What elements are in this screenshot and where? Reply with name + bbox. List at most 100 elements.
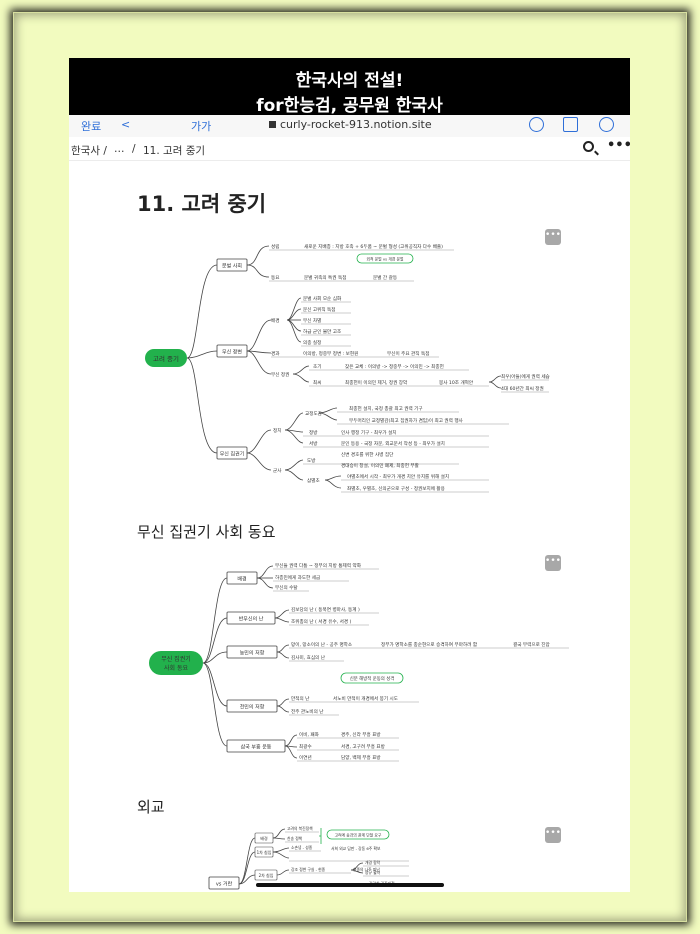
mindmap-root: 무신 집권기 <box>161 655 191 663</box>
mindmap-text: 정치 <box>273 427 281 434</box>
mindmap-goryeo-middle: 고려 중기 문벌 사회 무신 정변 무신 집권기 성립 새로운 지배층 : 지방… <box>145 243 569 890</box>
url-text: curly-rocket-913.notion.site <box>280 118 432 131</box>
search-icon[interactable] <box>583 141 594 152</box>
mindmap-menu-button[interactable]: ••• <box>545 229 561 245</box>
mindmap-node: vs 거란 <box>216 881 233 888</box>
page-title: 11. 고려 중기 <box>137 192 267 216</box>
mindmap-text: 무신들 권력 다툼 ~ 정부의 지방 통제력 약화 <box>275 562 362 569</box>
mindmap-text: 야별초에서 시작 - 최우가 개경 치안 유지를 위해 설치 <box>347 473 449 480</box>
mindmap-text: 조위총의 난 ( 서경 유수, 서경 ) <box>291 618 352 625</box>
done-button[interactable]: 완료 <box>81 120 102 133</box>
mindmap-text: 문벌 간 갈등 <box>373 274 397 281</box>
section-heading-uprisings: 무신 집권기 사회 동요 <box>137 523 276 541</box>
mindmap-text: 개경 함락 <box>365 860 381 865</box>
mindmap-text: 하급 군인 불만 고조 <box>303 328 341 335</box>
mindmap-node: 반무신의 난 <box>239 616 264 623</box>
mindmap-node: 농민의 저항 <box>240 650 265 657</box>
mindmap-text: 이의방, 정중부 정변 : 보현원 <box>303 350 358 357</box>
mindmap-text: 의종 실정 <box>303 339 321 346</box>
more-icon[interactable]: ••• <box>607 138 630 153</box>
banner-line-1: 한국사의 전설! <box>295 71 404 91</box>
mindmap-node: 무신 집권기 <box>220 451 245 458</box>
mindmap-text: 문벌 사회 모순 심화 <box>303 295 342 302</box>
mindmap-text: 무신 차별 <box>303 317 321 324</box>
mindmap-text: 경과 <box>271 350 280 357</box>
breadcrumb-root[interactable]: 한국사 / <box>71 145 107 157</box>
mindmap-text: 문신 고위직 독점 <box>303 306 336 313</box>
mindmap-text: 최충헌이 이의민 제거, 정권 장악 <box>345 379 408 386</box>
mindmap-node: 2차 침입 <box>259 872 274 878</box>
mindmap-root: 사회 동요 <box>164 664 188 672</box>
mindmap-text: 양규 활약 <box>365 870 381 875</box>
mindmap-text: 담양, 백제 부흥 표방 <box>341 754 381 761</box>
mindmap-text: 전주 관노비의 난 <box>291 708 324 715</box>
mindmap-text: 최충헌 설치, 국정 총괄 최고 권력 기구 <box>349 405 423 412</box>
address-bar[interactable]: curly-rocket-913.notion.site <box>269 118 432 131</box>
mindmap-text: 정방 <box>309 429 318 436</box>
mindmap-text: 김사미, 효심의 난 <box>291 654 326 661</box>
mindmap-node: 삼국 부흥 운동 <box>241 744 272 751</box>
mindmap-root: 고려 중기 <box>153 354 179 363</box>
home-indicator <box>256 883 444 887</box>
breadcrumb-current[interactable]: 11. 고려 중기 <box>143 145 206 157</box>
mindmap-node: 문벌 사회 <box>222 263 242 270</box>
mindmap-text: 잦은 교체 : 이의방 -> 정중부 -> 이의민 -> 최충헌 <box>345 363 444 370</box>
mindmap-node: 1차 침입 <box>257 849 272 855</box>
compass-icon[interactable] <box>599 117 614 132</box>
mindmap-node: 무신 정변 <box>222 349 242 356</box>
reload-icon[interactable] <box>529 117 544 132</box>
mindmap-text: 김보당의 난 ( 동북면 병마사, 동계 ) <box>291 606 360 613</box>
breadcrumb: 한국사 / … / 11. 고려 중기 ••• <box>69 137 630 161</box>
mindmap-text: 강조 정변 구실 - 현종 <box>291 867 326 872</box>
browser-toolbar: 완료 < 가가 curly-rocket-913.notion.site <box>69 115 630 137</box>
mindmap-text: 이연년 <box>299 754 312 761</box>
mindmap-callout: 고려에 송과의 관계 단절 요구 <box>335 832 382 837</box>
mindmap-node: 배경 <box>260 835 268 841</box>
mindmap-node: 배경 <box>237 576 246 583</box>
breadcrumb-ellipsis[interactable]: … <box>114 143 125 155</box>
mindmap-text: 무두머리인 교정별감(최고 집권자가 겸임)이 최고 권력 행사 <box>349 417 464 424</box>
mindmap-text: 이비, 패좌 <box>299 731 320 738</box>
mindmap-text: 4대 60년간 최씨 정권 <box>501 385 544 392</box>
mindmap-text: 경주, 신라 부흥 표방 <box>341 731 381 738</box>
mindmap-menu-button[interactable]: ••• <box>545 827 561 843</box>
mindmap-text: 초기 <box>313 363 321 370</box>
mindmap-text: 만적의 난 <box>291 695 310 702</box>
share-icon[interactable] <box>563 117 578 132</box>
mindmap-text: 경대승이 창설, 이의민 폐제, 최충헌 부활 <box>341 462 420 469</box>
mindmap-text: 무신 정권 <box>271 371 289 378</box>
tablet-screen: 완료 < 가가 curly-rocket-913.notion.site 한국사… <box>69 58 630 892</box>
mindmap-text: 서방 <box>309 440 318 447</box>
mindmap-node: 천민의 저항 <box>240 704 265 711</box>
mindmap-text: 도방 <box>307 457 316 464</box>
mindmap-text: 인사 행정 기구 - 최우가 설치 <box>341 429 396 436</box>
mindmap-text: 새로운 지배층 : 지방 호족 + 6두품 ~ 문벌 형성 (고위공직자 다수 … <box>304 243 443 250</box>
mindmap-text: 무신의 수탈 <box>275 584 298 591</box>
mindmap-text: 최광수 <box>299 743 312 750</box>
mindmap-text: 문벌 귀족의 특권 독점 <box>304 274 346 281</box>
mindmap-text: 성립 <box>271 243 279 250</box>
mindmap-menu-button[interactable]: ••• <box>545 555 561 571</box>
mindmap-callout: 외척 문벌 vs 개경 문벌 <box>367 256 405 261</box>
back-button[interactable]: < <box>121 118 131 131</box>
section-heading-diplomacy: 외교 <box>137 798 165 816</box>
mindmap-text: 서희 외교 담판 - 강동 6주 확보 <box>331 846 381 851</box>
mindmap-callout: 신분 해방적 운동의 성격 <box>350 675 395 682</box>
mindmap-text: 하층민에게 과도한 세금 <box>275 574 320 581</box>
mindmap-text: 봉사 10조 개혁안 <box>439 379 474 386</box>
mindmap-text: 망이, 망소이의 난 - 공주 명학소 <box>291 641 352 648</box>
mindmap-text: 소손녕 - 성종 <box>291 845 313 850</box>
mindmap-text: 교정도감 <box>305 410 323 417</box>
mindmap-text: 현종의 나주 피난 <box>353 867 380 872</box>
mindmap-text: 무신이 주요 관직 독점 <box>387 350 429 357</box>
mindmap-text: 친송 정책 <box>287 836 303 841</box>
mindmap-text: 정부가 명학소를 충순현으로 승격하여 무마하려 함 <box>381 641 478 648</box>
mindmap-text: 결국 무력으로 진압 <box>513 641 551 648</box>
text-size-button[interactable]: 가가 <box>191 120 212 133</box>
mindmap-text: 최우(아들)에게 권력 세습 <box>501 373 550 380</box>
mindmap-text: 삼별초 <box>307 477 320 484</box>
mindmap-text: 좌별초, 우별초, 신의군으로 구성 - 정권보지에 활용 <box>347 485 445 492</box>
breadcrumb-sep: / <box>132 143 136 155</box>
mindmap-text: 배경 <box>271 317 279 324</box>
mindmap-text: 서노비 만적이 개경에서 봉기 시도 <box>333 695 398 702</box>
